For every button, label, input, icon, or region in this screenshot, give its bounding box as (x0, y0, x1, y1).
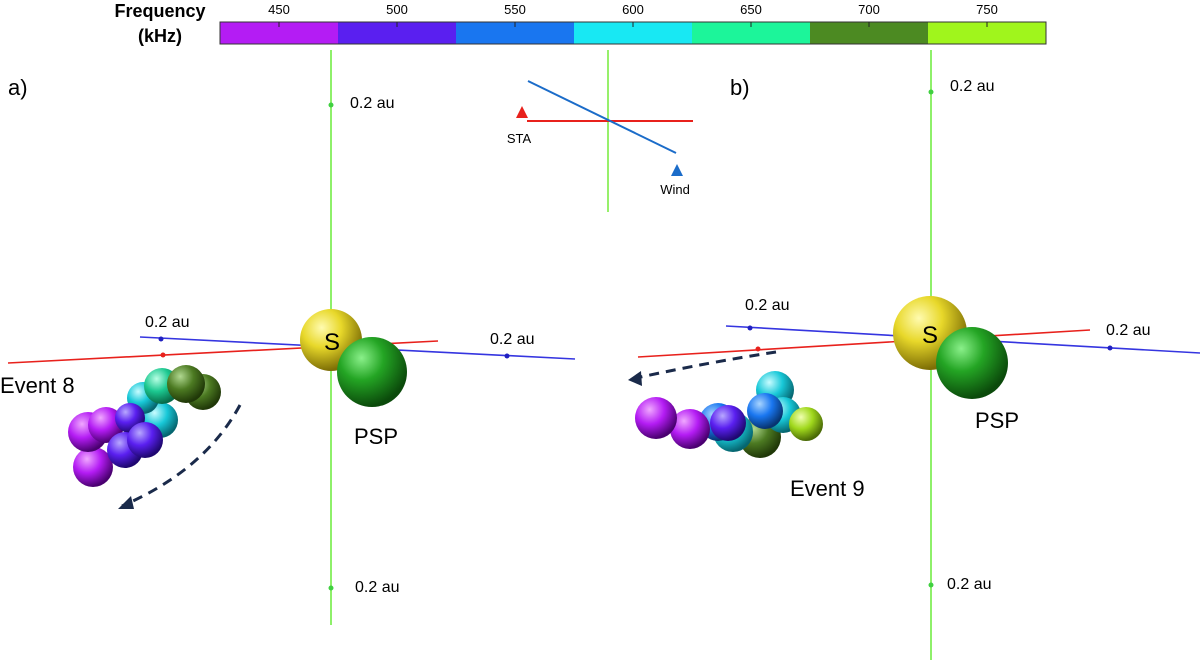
panel-b-source-cluster (635, 371, 823, 458)
panel-b-drift-arrow (635, 350, 777, 380)
colorbar-tick-label: 450 (268, 2, 290, 17)
panel-a-sun-label: S (324, 329, 340, 356)
panel-b-arrowhead-icon (628, 371, 642, 386)
colorbar-segment (692, 22, 811, 44)
source-sphere (127, 422, 163, 458)
spacecraft-legend: STA Wind (507, 50, 693, 212)
panel-b: b) 0.2 au 0.2 au 0.2 au 0.2 au Event 9 (628, 50, 1200, 660)
colorbar-tick-label: 650 (740, 2, 762, 17)
panel-b-right-tick (1107, 345, 1113, 351)
panel-b-psp (936, 327, 1008, 399)
source-sphere (789, 407, 823, 441)
panel-a-source-cluster (68, 365, 221, 487)
colorbar-segment (810, 22, 929, 44)
colorbar-tick-label: 550 (504, 2, 526, 17)
panel-a-au-bottom: 0.2 au (355, 579, 399, 596)
panel-a-left-tick (158, 336, 164, 342)
panel-b-label: b) (730, 75, 750, 100)
panel-a-sta-tick (160, 352, 166, 358)
panel-b-au-left: 0.2 au (745, 297, 789, 314)
source-sphere (747, 393, 783, 429)
colorbar-tick-label: 750 (976, 2, 998, 17)
panel-b-event-label: Event 9 (790, 476, 865, 501)
panel-b-au-right: 0.2 au (1106, 322, 1150, 339)
colorbar-title: Frequency (114, 1, 205, 21)
source-sphere (670, 409, 710, 449)
panel-b-sun-label: S (922, 322, 938, 349)
panel-a-drift-arrow (121, 404, 242, 508)
wind-marker-icon (671, 164, 683, 176)
source-sphere (73, 447, 113, 487)
frequency-colorbar: Frequency (kHz) 450 500 550 600 650 700 750 (114, 1, 1047, 46)
panel-a-au-top: 0.2 au (350, 95, 394, 112)
colorbar-segments (220, 22, 1047, 44)
panel-a-right-tick (504, 353, 510, 359)
legend-sta-label: STA (507, 131, 532, 146)
panel-b-sta-tick (755, 346, 761, 352)
panel-a-top-tick (328, 102, 334, 108)
source-sphere (635, 397, 677, 439)
panel-b-left-tick (747, 325, 753, 331)
legend-wind-label: Wind (660, 182, 690, 197)
panel-b-psp-label: PSP (975, 408, 1019, 433)
panel-a-au-left: 0.2 au (145, 314, 189, 331)
panel-b-bottom-tick (928, 582, 934, 588)
colorbar-unit: (kHz) (138, 26, 182, 46)
colorbar-segment (456, 22, 575, 44)
panel-a-bottom-tick (328, 585, 334, 591)
source-sphere (167, 365, 205, 403)
colorbar-segment (220, 22, 339, 44)
colorbar-segment (338, 22, 457, 44)
legend-wind-line (527, 80, 677, 154)
colorbar-tick-label: 600 (622, 2, 644, 17)
panel-a-psp-label: PSP (354, 424, 398, 449)
panel-a-event-label: Event 8 (0, 373, 75, 398)
sta-marker-icon (516, 106, 528, 118)
source-sphere (710, 405, 746, 441)
colorbar-tick-label: 500 (386, 2, 408, 17)
panel-b-au-top: 0.2 au (950, 78, 994, 95)
panel-a-au-right: 0.2 au (490, 331, 534, 348)
source-sphere (88, 407, 124, 443)
panel-b-sta-axis (637, 329, 1091, 358)
panel-b-au-bottom: 0.2 au (947, 576, 991, 593)
panel-b-top-tick (928, 89, 934, 95)
colorbar-ticks: 450 500 550 600 650 700 750 (268, 2, 998, 27)
panel-a-psp (337, 337, 407, 407)
panel-a: a) 0.2 au 0.2 au 0.2 au 0.2 au (0, 50, 576, 625)
panel-a-arrowhead-icon (118, 496, 134, 509)
colorbar-tick-label: 700 (858, 2, 880, 17)
colorbar-segment (574, 22, 693, 44)
colorbar-segment (928, 22, 1047, 44)
panel-a-label: a) (8, 75, 28, 100)
